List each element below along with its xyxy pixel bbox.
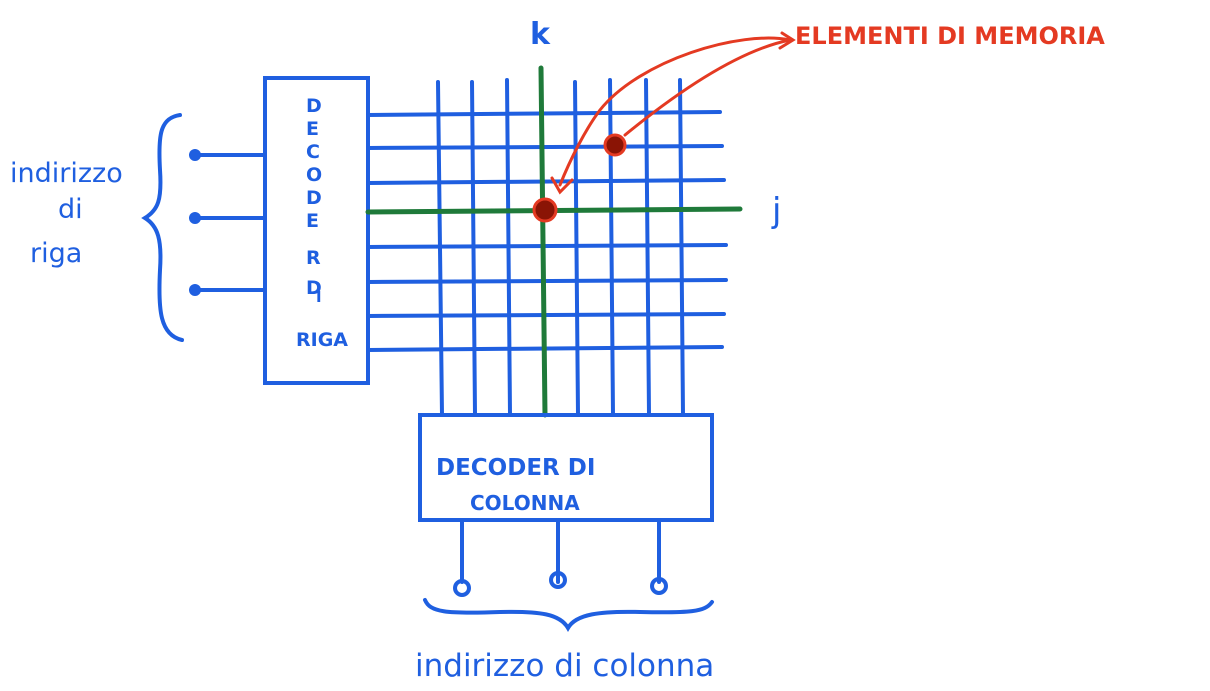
row-decoder-box: [263, 76, 370, 385]
column-marker-k: k: [530, 17, 551, 52]
row-decoder-letter: E: [306, 118, 319, 140]
row-marker-j: j: [771, 191, 781, 231]
row-decoder-letter: D: [306, 277, 322, 299]
row-decoder-letter: D: [306, 187, 322, 209]
arrow-to-selected-element-head: [550, 176, 574, 195]
row-decoder-letter: D: [306, 95, 322, 117]
column-address-label: indirizzo di colonna: [415, 648, 714, 684]
column-decoder-label-line1: DECODER DI: [436, 455, 595, 481]
row-address-input-dots: [189, 149, 201, 296]
row-decoder-letter: I: [316, 288, 322, 306]
row-address-label-line3: riga: [30, 238, 82, 269]
column-decoder-box: [418, 413, 714, 522]
memory-element: [603, 133, 627, 157]
row-address-inputs: [193, 153, 267, 292]
arrow-to-memory-element: [623, 38, 792, 137]
row-address-label-line2: di: [58, 194, 83, 225]
row-lines: [366, 110, 728, 352]
column-decoder-label-line2: COLONNA: [470, 491, 580, 515]
arrow-to-selected-element: [558, 36, 792, 187]
row-decoder-label: D E C O D E R D I RIGA: [296, 95, 348, 351]
memory-elements-label: ELEMENTI DI MEMORIA: [795, 22, 1105, 50]
selected-column-line: [538, 65, 548, 418]
column-address-brace: [423, 598, 714, 633]
row-decoder-letter: RIGA: [296, 329, 348, 351]
selected-memory-element: [532, 197, 558, 223]
row-address-brace: [141, 113, 184, 342]
row-decoder-letter: R: [306, 247, 321, 269]
arrow-label-head: [778, 31, 796, 50]
row-decoder-letter: C: [306, 141, 320, 163]
row-decoder-letter: E: [306, 210, 319, 232]
row-decoder-letter: O: [306, 164, 322, 186]
column-address-input-dots: [453, 571, 668, 597]
row-address-label-line1: indirizzo: [10, 158, 123, 189]
